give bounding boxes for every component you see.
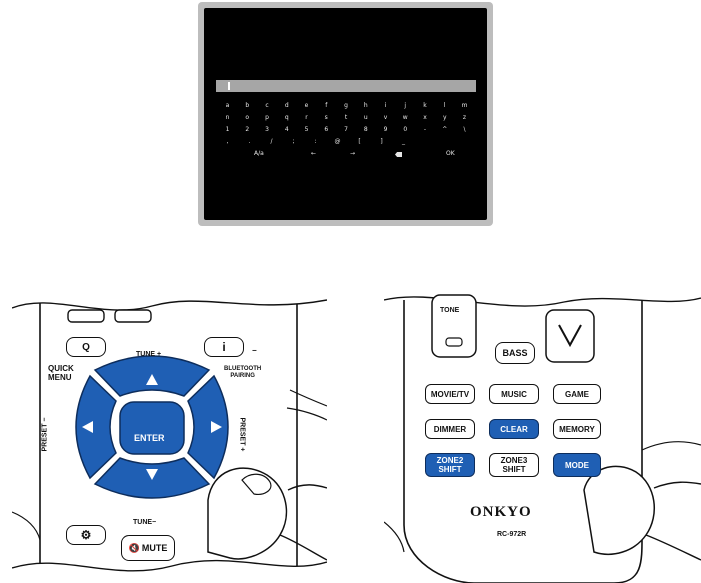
info-button[interactable]: i: [204, 337, 244, 357]
bluetooth-pairing-label: BLUETOOTH PAIRING: [224, 366, 262, 379]
cursor-right-key[interactable]: →: [350, 150, 356, 157]
keyboard-key[interactable]: j: [404, 102, 407, 109]
tone-label: TONE: [440, 307, 460, 314]
keyboard-key[interactable]: b: [245, 102, 250, 109]
remote-left-illustration: [12, 290, 327, 583]
tune-down-button[interactable]: [112, 470, 168, 500]
keyboard-key[interactable]: 9: [383, 126, 388, 133]
keyboard-key[interactable]: _: [402, 138, 405, 145]
keyboard-key[interactable]: ]: [380, 138, 383, 145]
keyboard-key[interactable]: :: [314, 138, 317, 145]
volume-down-rocker[interactable]: [546, 310, 594, 362]
cursor-left-key[interactable]: ←: [311, 150, 317, 157]
keyboard-row-3: 1 2 3 4 5 6 7 8 9 0 - ^ \: [218, 126, 474, 134]
memory-button[interactable]: MEMORY: [553, 419, 601, 439]
keyboard-key[interactable]: r: [305, 114, 308, 121]
movie-tv-button[interactable]: MOVIE/TV: [425, 384, 475, 404]
keyboard-key[interactable]: 5: [304, 126, 309, 133]
model-label: RC-972R: [497, 531, 527, 538]
keyboard-key[interactable]: i: [384, 102, 387, 109]
text-cursor: [228, 82, 230, 90]
keyboard-key[interactable]: 3: [265, 126, 269, 133]
keyboard-key[interactable]: 1: [225, 126, 230, 133]
preset-minus-label: PRESET −: [41, 417, 49, 452]
zone2-shift-button[interactable]: ZONE2 SHIFT: [425, 453, 475, 477]
preset-up-button[interactable]: [188, 400, 218, 476]
tune-plus-label: TUNE +: [136, 351, 162, 358]
enter-button[interactable]: ENTER: [134, 433, 165, 443]
keyboard-key[interactable]: y: [442, 114, 447, 121]
keyboard-key[interactable]: 6: [324, 126, 329, 133]
keyboard-key[interactable]: 4: [284, 126, 289, 133]
ok-key[interactable]: OK: [446, 150, 455, 157]
keyboard-key[interactable]: ;: [292, 138, 295, 145]
keyboard-key[interactable]: t: [344, 114, 348, 121]
keyboard-key[interactable]: m: [461, 102, 468, 109]
keyboard-key[interactable]: d: [284, 102, 289, 109]
keyboard-key[interactable]: x: [423, 114, 427, 121]
keyboard-key[interactable]: q: [284, 114, 289, 121]
zone3-shift-button[interactable]: ZONE3 SHIFT: [489, 453, 539, 477]
keyboard-function-row: A/a ← → OK: [204, 150, 487, 160]
tv-screen-frame: a b c d e f g h i j k l m n o p q r s t u v w x y z 1 2 3 4 5 6 7 8 9 0 - ^…: [198, 2, 493, 226]
keyboard-key[interactable]: .: [248, 138, 251, 145]
keyboard-key[interactable]: o: [245, 114, 250, 121]
keyboard-key[interactable]: 0: [403, 126, 408, 133]
preset-down-button[interactable]: [64, 400, 94, 476]
keyboard-row-1: a b c d e f g h i j k l m: [218, 102, 474, 110]
keyboard-key[interactable]: 2: [245, 126, 250, 133]
quick-menu-label: QUICK MENU: [48, 364, 74, 382]
tune-minus-label: TUNE−: [133, 519, 157, 526]
mode-button[interactable]: MODE: [553, 453, 601, 477]
keyboard-key[interactable]: w: [402, 114, 408, 121]
keyboard-key[interactable]: v: [383, 114, 388, 121]
on-screen-keyboard: a b c d e f g h i j k l m n o p q r s t u v w x y z 1 2 3 4 5 6 7 8 9 0 - ^…: [204, 8, 487, 220]
keyboard-key[interactable]: /: [270, 138, 273, 145]
keyboard-row-4: ,. /;: @ [] _: [218, 138, 413, 146]
speaker-mute-icon: 🔇: [128, 542, 140, 553]
brand-logo: ONKYO: [470, 504, 532, 520]
keyboard-key[interactable]: n: [225, 114, 230, 121]
keyboard-key[interactable]: -: [423, 126, 427, 133]
keyboard-key[interactable]: ,: [226, 138, 229, 145]
setup-button[interactable]: ⚙: [66, 525, 106, 545]
game-button[interactable]: GAME: [553, 384, 601, 404]
keyboard-key[interactable]: c: [265, 102, 269, 109]
preset-plus-label: PRESET +: [238, 417, 246, 452]
keyboard-key[interactable]: u: [363, 114, 368, 121]
q-button[interactable]: Q: [66, 337, 106, 357]
gear-icon: ⚙: [80, 527, 92, 542]
music-button[interactable]: MUSIC: [489, 384, 539, 404]
bass-button[interactable]: BASS: [495, 342, 535, 364]
text-input-field[interactable]: [216, 80, 476, 92]
keyboard-key[interactable]: \: [463, 126, 466, 133]
keyboard-row-2: n o p q r s t u v w x y z: [218, 114, 474, 122]
remote-right-illustration: [384, 290, 701, 583]
keyboard-key[interactable]: ^: [442, 126, 448, 133]
case-toggle-key[interactable]: A/a: [254, 150, 264, 157]
tone-button[interactable]: [432, 295, 476, 357]
keyboard-key[interactable]: [: [358, 138, 361, 145]
keyboard-key[interactable]: 7: [344, 126, 348, 133]
keyboard-key[interactable]: g: [344, 102, 348, 109]
keyboard-key[interactable]: k: [423, 102, 427, 109]
keyboard-key[interactable]: f: [325, 102, 328, 109]
keyboard-key[interactable]: p: [265, 114, 269, 121]
keyboard-key[interactable]: a: [225, 102, 230, 109]
keyboard-key[interactable]: s: [324, 114, 328, 121]
keyboard-key[interactable]: h: [363, 102, 368, 109]
mute-button[interactable]: 🔇MUTE: [121, 535, 175, 561]
clear-button[interactable]: CLEAR: [489, 419, 539, 439]
tune-up-button[interactable]: [112, 362, 168, 392]
keyboard-key[interactable]: z: [462, 114, 467, 121]
keyboard-key[interactable]: e: [304, 102, 309, 109]
keyboard-key[interactable]: l: [443, 102, 446, 109]
keyboard-key[interactable]: 8: [363, 126, 368, 133]
dimmer-button[interactable]: DIMMER: [425, 419, 475, 439]
backspace-icon[interactable]: [395, 152, 402, 157]
keyboard-key[interactable]: @: [334, 138, 341, 145]
bluetooth-dash-label: −: [252, 346, 257, 355]
